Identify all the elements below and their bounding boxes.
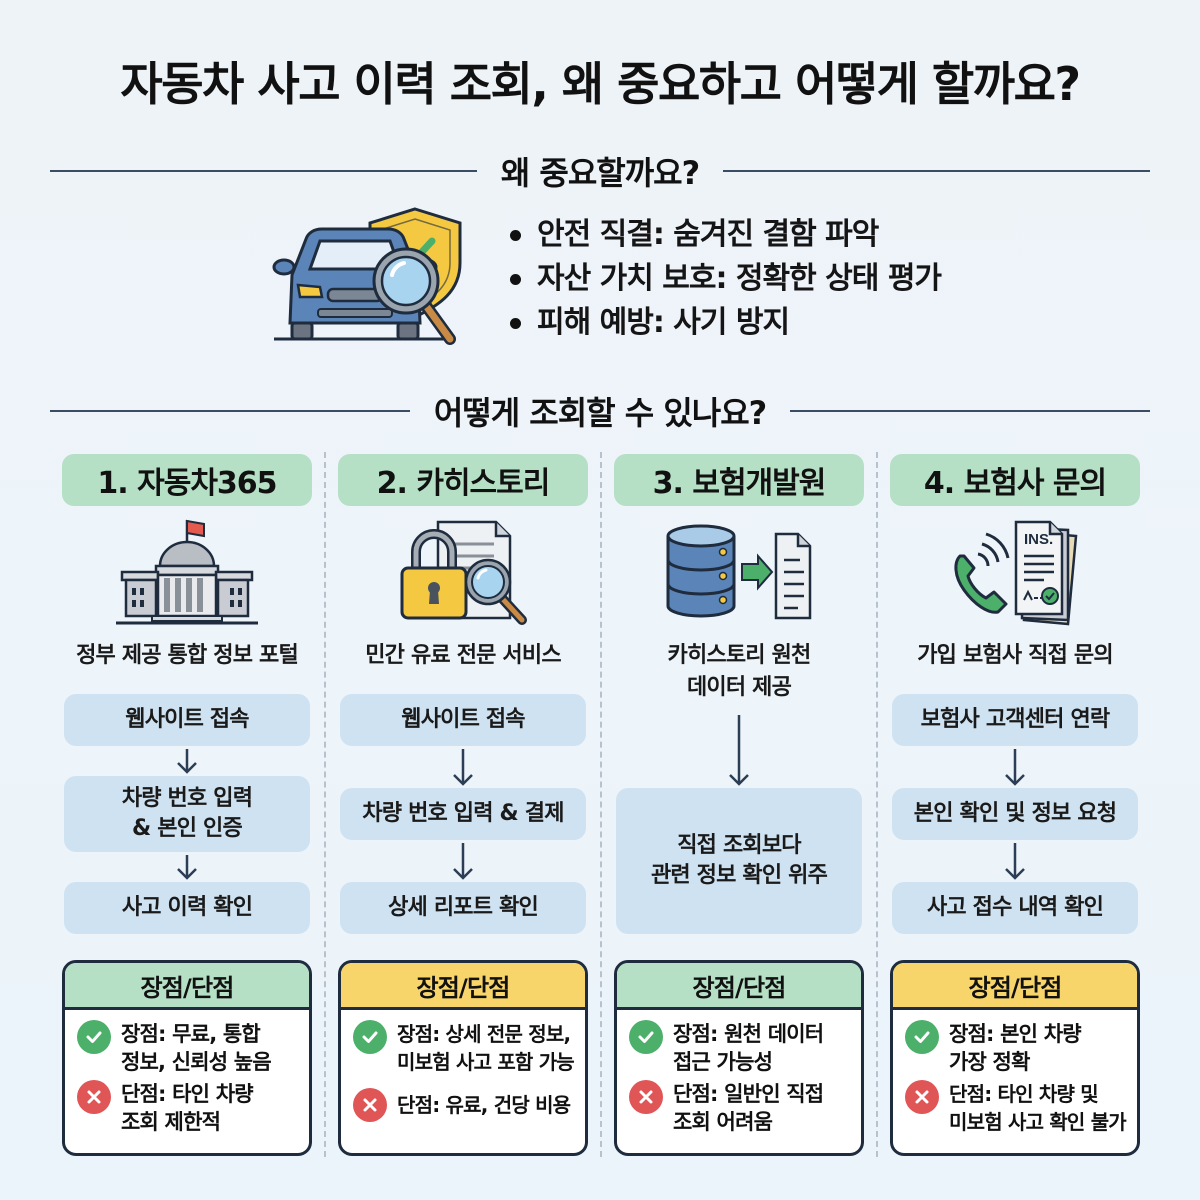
arrow-down-icon (177, 855, 197, 880)
how-header-label: 어떻게 조회할 수 있나요? (433, 394, 767, 432)
bullet-dot-icon (510, 317, 521, 329)
car-shield-magnifier-icon (272, 207, 462, 345)
step-box: 차량 번호 입력 & 본인 인증 (64, 776, 310, 852)
header-rule-left (50, 410, 410, 412)
method-description: 가입 보험사 직접 문의 (917, 643, 1113, 668)
con-row: 단점: 타인 차량 및 미보험 사고 확인 불가 (893, 1080, 1137, 1136)
phone-insurance-document-icon: INS. (954, 520, 1078, 626)
pros-cons-header: 장점/단점 (65, 963, 309, 1010)
method-title: 4. 보험사 문의 (890, 454, 1140, 506)
bullet-item: 자산 가치 보호: 정확한 상태 평가 (510, 257, 942, 301)
pro-text: 장점: 상세 전문 정보, 미보험 사고 포함 가능 (397, 1022, 575, 1074)
svg-text:INS.: INS. (1024, 531, 1053, 548)
arrow-down-icon (177, 749, 197, 774)
pros-cons-header: 장점/단점 (617, 963, 861, 1010)
arrow-down-icon (729, 715, 749, 786)
step-box: 보험사 고객센터 연락 (892, 694, 1138, 746)
pros-cons-header: 장점/단점 (341, 963, 585, 1010)
bullet-item: 안전 직결: 숨겨진 결함 파악 (510, 213, 941, 257)
bullet-dot-icon (510, 229, 521, 241)
check-circle-icon (353, 1020, 387, 1054)
method-column-car365: 1. 자동차365 정부 제공 통합 정보 포털 웹사이트 접속 차량 번호 입 (62, 452, 312, 1157)
x-circle-icon (905, 1080, 939, 1114)
pro-row: 장점: 상세 전문 정보, 미보험 사고 포함 가능 (341, 1020, 585, 1076)
arrow-down-icon (1005, 749, 1025, 786)
method-description: 정부 제공 통합 정보 포털 (76, 643, 299, 668)
method-column-koscom: 3. 보험개발원 카히스토리 원천 데이터 제공 직접 조회보다 관련 정보 확… (614, 452, 864, 1157)
method-description: 민간 유료 전문 서비스 (365, 643, 561, 668)
how-section-header: 어떻게 조회할 수 있나요? (50, 386, 1151, 436)
step-box: 직접 조회보다 관련 정보 확인 위주 (616, 788, 862, 934)
why-section-header: 왜 중요할까요? (50, 146, 1150, 196)
pros-cons-header: 장점/단점 (893, 963, 1137, 1010)
con-row: 단점: 유료, 건당 비용 (341, 1088, 585, 1122)
x-circle-icon (629, 1080, 663, 1114)
page-title: 자동차 사고 이력 조회, 왜 중요하고 어떻게 할까요? (120, 57, 1081, 111)
why-header-label: 왜 중요할까요? (500, 154, 700, 192)
method-title: 1. 자동차365 (62, 454, 312, 506)
con-row: 단점: 일반인 직접 조회 어려움 (617, 1080, 861, 1136)
pro-row: 장점: 원천 데이터 접근 가능성 (617, 1020, 861, 1076)
pro-text: 장점: 무료, 통합 정보, 신뢰성 높음 (121, 1022, 272, 1074)
pro-text: 장점: 원천 데이터 접근 가능성 (673, 1022, 824, 1074)
header-rule-right (790, 410, 1151, 412)
step-box: 웹사이트 접속 (64, 694, 310, 746)
why-bullet-list: 안전 직결: 숨겨진 결함 파악 자산 가치 보호: 정확한 상태 평가 피해 … (510, 213, 942, 345)
arrow-down-icon (453, 843, 473, 880)
pros-cons-card: 장점/단점 장점: 상세 전문 정보, 미보험 사고 포함 가능 단점: 유료,… (338, 960, 588, 1156)
method-title: 3. 보험개발원 (614, 454, 864, 506)
con-text: 단점: 유료, 건당 비용 (397, 1093, 571, 1117)
step-box: 사고 이력 확인 (64, 882, 310, 934)
government-building-icon (116, 519, 258, 625)
method-column-insurer: 4. 보험사 문의 INS. 가입 보험사 직접 문의 보험사 고객센터 연락 … (890, 452, 1140, 1157)
check-circle-icon (905, 1020, 939, 1054)
pros-cons-card: 장점/단점 장점: 무료, 통합 정보, 신뢰성 높음 단점: 타인 차량 조회… (62, 960, 312, 1156)
con-text: 단점: 타인 차량 및 미보험 사고 확인 불가 (949, 1082, 1127, 1134)
x-circle-icon (353, 1088, 387, 1122)
con-text: 단점: 타인 차량 조회 제한적 (121, 1082, 254, 1134)
methods-grid: 1. 자동차365 정부 제공 통합 정보 포털 웹사이트 접속 차량 번호 입 (50, 452, 1150, 1157)
arrow-down-icon (453, 749, 473, 786)
check-circle-icon (629, 1020, 663, 1054)
database-to-document-icon (666, 524, 812, 620)
pros-cons-card: 장점/단점 장점: 원천 데이터 접근 가능성 단점: 일반인 직접 조회 어려… (614, 960, 864, 1156)
pros-cons-card: 장점/단점 장점: 본인 차량 가장 정확 단점: 타인 차량 및 미보험 사고… (890, 960, 1140, 1156)
step-box: 사고 접수 내역 확인 (892, 882, 1138, 934)
column-divider (324, 452, 326, 1157)
step-box: 웹사이트 접속 (340, 694, 586, 746)
arrow-down-icon (1005, 843, 1025, 880)
step-box: 상세 리포트 확인 (340, 882, 586, 934)
method-title: 2. 카히스토리 (338, 454, 588, 506)
pro-row: 장점: 본인 차량 가장 정확 (893, 1020, 1137, 1076)
step-box: 차량 번호 입력 & 결제 (340, 788, 586, 840)
bullet-item: 피해 예방: 사기 방지 (510, 301, 941, 345)
pro-row: 장점: 무료, 통합 정보, 신뢰성 높음 (65, 1020, 309, 1076)
why-section: 안전 직결: 숨겨진 결함 파악 자산 가치 보호: 정확한 상태 평가 피해 … (270, 205, 970, 355)
pro-text: 장점: 본인 차량 가장 정확 (949, 1022, 1082, 1074)
lock-document-search-icon (400, 520, 527, 625)
method-description: 카히스토리 원천 데이터 제공 (667, 643, 812, 700)
con-row: 단점: 타인 차량 조회 제한적 (65, 1080, 309, 1136)
header-rule-right (723, 170, 1150, 172)
header-rule-left (50, 170, 477, 172)
bullet-dot-icon (510, 273, 521, 285)
step-box: 본인 확인 및 정보 요청 (892, 788, 1138, 840)
column-divider (600, 452, 602, 1157)
con-text: 단점: 일반인 직접 조회 어려움 (673, 1082, 824, 1134)
column-divider (876, 452, 878, 1157)
method-column-carhistory: 2. 카히스토리 민간 유료 전문 서비스 웹사이트 접속 차량 번호 입력 &… (338, 452, 588, 1157)
check-circle-icon (77, 1020, 111, 1054)
x-circle-icon (77, 1080, 111, 1114)
